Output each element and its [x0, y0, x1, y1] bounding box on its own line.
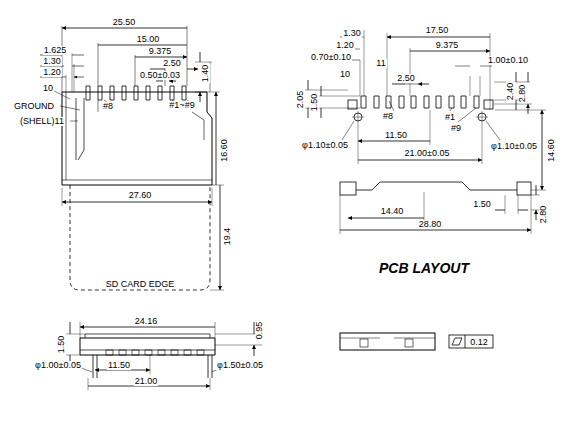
dimension-label: 28.80	[418, 220, 443, 229]
dimension-label: 1.00±0.10	[487, 56, 529, 65]
dimension-label: φ1.10±0.05	[490, 142, 538, 151]
dimension-label: GROUND	[13, 102, 55, 111]
dimension-label: 0.70±0.10	[310, 53, 352, 62]
dimension-label: 9.375	[435, 41, 460, 50]
dimension-label: 1.50	[472, 200, 492, 209]
dimension-label: 16.60	[220, 138, 229, 163]
dimension-label: 11.50	[384, 131, 408, 140]
dimension-label: 2.80	[540, 204, 549, 224]
dimension-label: 11.50	[107, 361, 131, 370]
dimension-label: φ1.00±0.05	[34, 361, 82, 370]
dimension-label: 10	[42, 84, 54, 93]
dimension-label: 1.50	[311, 92, 320, 112]
dimension-label: 25.50	[112, 18, 137, 27]
dimension-label: 2.50	[396, 74, 416, 83]
dimension-label: 0.50±0.03	[139, 71, 181, 80]
side-view	[66, 322, 262, 390]
view-title: PCB LAYOUT	[377, 261, 471, 275]
dimension-label: 24.16	[134, 317, 159, 326]
dimension-label: 1.30	[42, 57, 62, 66]
front-view	[340, 333, 493, 350]
dimension-label: SD CARD EDGE	[105, 280, 176, 289]
dimension-label: 2.80	[519, 83, 528, 103]
dimension-label: φ1.10±0.05	[301, 141, 349, 150]
dimension-label: 1.20	[42, 68, 62, 77]
dimension-label: 15.00	[136, 35, 161, 44]
dimension-label: 21.00	[134, 377, 159, 386]
dimension-label: 17.50	[425, 26, 450, 35]
dimension-label: 0.12	[469, 338, 489, 347]
dimension-label: 11	[375, 59, 386, 68]
dimension-label: 21.00±0.05	[404, 149, 451, 158]
dimension-label: 2.05	[297, 89, 306, 109]
dimension-label: 1.40	[202, 63, 211, 83]
dimension-label: 0.95	[256, 320, 265, 340]
dimension-label: 1.50	[58, 334, 67, 354]
dimension-label: 2.40	[507, 81, 516, 101]
dimension-label: 2.50	[162, 59, 182, 68]
dimension-label: 9.375	[148, 47, 173, 56]
dimension-label: #1~#9	[168, 101, 195, 110]
dimension-label: 10	[339, 70, 351, 79]
dimension-label: φ1.50±0.05	[216, 361, 264, 370]
dimension-label: #1	[444, 113, 456, 122]
pcb-layout	[300, 30, 546, 234]
dimension-label: 1.625	[43, 46, 68, 55]
dimension-label: 14.40	[380, 207, 405, 216]
dimension-label: #8	[102, 102, 114, 111]
dimension-label: 14.60	[547, 138, 556, 163]
top-view	[40, 26, 224, 290]
dimension-label: 1.20	[335, 41, 355, 50]
dimension-label: 27.60	[128, 191, 153, 200]
dimension-label: 1.30	[342, 29, 362, 38]
dimension-label: 19.4	[224, 226, 233, 246]
dimension-label: #9	[450, 124, 462, 133]
dimension-label: (SHELL)11	[19, 117, 65, 126]
dimension-label: #8	[382, 112, 394, 121]
